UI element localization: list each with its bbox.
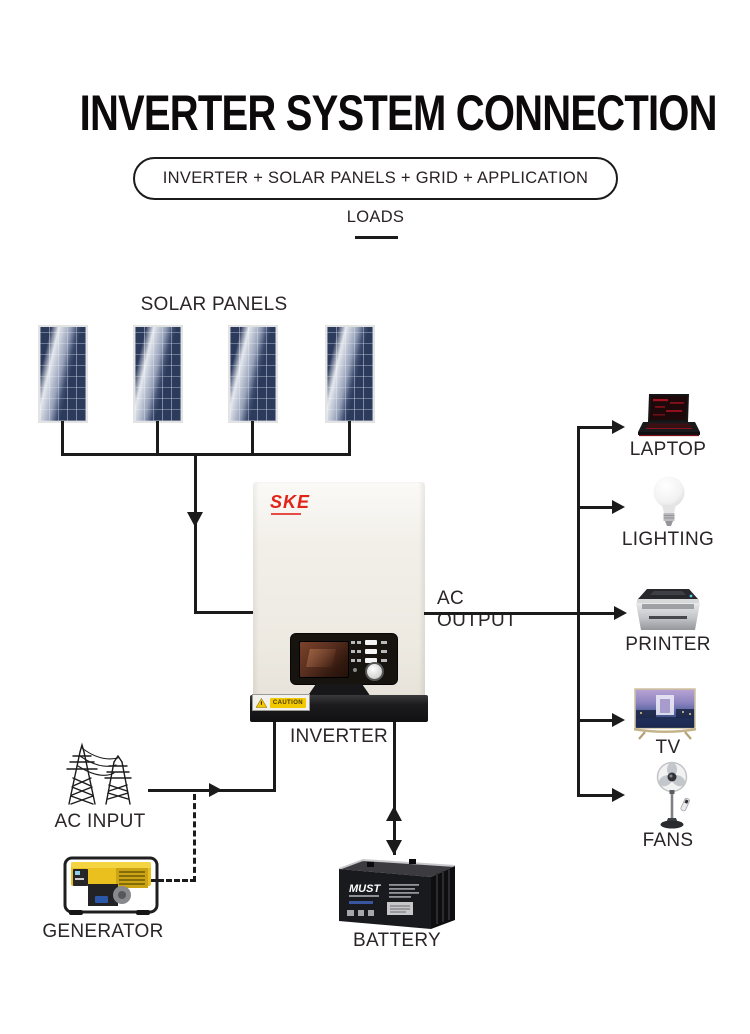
wire-solar-bus [61, 453, 351, 456]
battery-brand-text: MUST [349, 883, 381, 895]
page-title: INVERTER SYSTEM CONNECTION [79, 85, 718, 141]
wire-solar-to-inverter-vertical [194, 453, 197, 614]
power-grid-towers-icon [66, 742, 132, 805]
load-label-printer: PRINTER [625, 634, 711, 655]
arrow-right-ac-input [209, 783, 222, 797]
wire-loads-bus [577, 426, 580, 797]
ac-output-label: AC OUTPUT [437, 588, 517, 631]
solar-panel-icon [38, 325, 88, 423]
load-label-lighting: LIGHTING [621, 529, 715, 550]
inverter-vent-handle [307, 684, 371, 697]
generator-icon [63, 856, 159, 915]
arrow-right-laptop [612, 420, 625, 434]
panel-reflection [135, 327, 181, 421]
load-label-laptop: LAPTOP [629, 439, 707, 460]
wire-panel4-drop [348, 421, 351, 455]
title-underline-dash [355, 236, 398, 239]
wire-generator-dashed-horizontal [150, 879, 196, 882]
caution-label: CAUTION [252, 694, 310, 711]
wire-ac-output [424, 612, 618, 615]
load-label-fans: FANS [642, 830, 694, 851]
wire-panel3-drop [251, 421, 254, 455]
subtitle-text: INVERTER + SOLAR PANELS + GRID + APPLICA… [162, 169, 589, 226]
load-label-tv: TV [655, 737, 681, 758]
wire-branch-laptop [577, 426, 614, 429]
arrow-right-lighting [612, 500, 625, 514]
inverter-indicator-lights [351, 640, 387, 663]
panel-reflection [40, 327, 86, 421]
wire-branch-lighting [577, 506, 614, 509]
ac-input-label: AC INPUT [54, 811, 146, 832]
laptop-icon [638, 394, 700, 437]
light-bulb-icon [653, 476, 685, 526]
inverter-knob-button [365, 662, 384, 681]
arrow-down-solar [187, 512, 203, 527]
printer-icon [636, 589, 700, 630]
wire-generator-dashed-vertical [193, 794, 196, 882]
tv-icon [634, 688, 696, 740]
inverter-led-dot [353, 668, 357, 672]
arrow-right-tv [612, 713, 625, 727]
arrow-right-printer [614, 606, 627, 620]
wire-solar-to-inverter-horizontal [194, 611, 256, 614]
panel-reflection [230, 327, 276, 421]
wire-branch-tv [577, 719, 614, 722]
wire-panel2-drop [156, 421, 159, 455]
inverter-display-panel [290, 633, 398, 685]
solar-panel-icon [325, 325, 375, 423]
wire-inverter-to-battery [393, 722, 396, 855]
ske-tagline-bar [271, 513, 301, 515]
arrow-right-fans [612, 788, 625, 802]
solar-panels-label: SOLAR PANELS [140, 294, 288, 315]
panel-reflection [327, 327, 373, 421]
caution-triangle-icon [256, 697, 267, 708]
wire-branch-fans [577, 794, 614, 797]
inverter-label: INVERTER [289, 726, 389, 747]
arrow-up-battery [386, 806, 402, 821]
inverter-brand-logo: SKE [270, 492, 311, 512]
inverter-unit: SKE [253, 480, 425, 697]
solar-panel-icon [133, 325, 183, 423]
wire-panel1-drop [61, 421, 64, 455]
subtitle-pill: INVERTER + SOLAR PANELS + GRID + APPLICA… [133, 157, 618, 226]
generator-label: GENERATOR [42, 921, 164, 942]
arrow-down-battery [386, 840, 402, 855]
battery-label: BATTERY [353, 930, 441, 951]
inverter-lcd-screen [299, 641, 349, 678]
solar-panel-icon [228, 325, 278, 423]
wire-ac-input-up-to-inverter [273, 722, 276, 792]
caution-text: CAUTION [269, 697, 306, 708]
battery-icon: MUST [338, 858, 456, 929]
pedestal-fan-icon [656, 761, 690, 829]
